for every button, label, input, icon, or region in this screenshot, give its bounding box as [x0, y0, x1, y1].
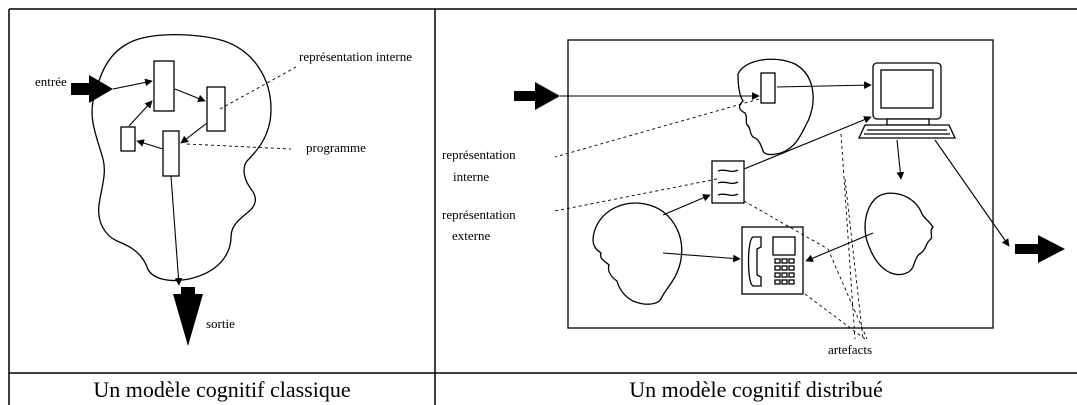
distributed-model-caption: Un modèle cognitif distribué	[629, 377, 883, 402]
label-input: entrée	[35, 74, 67, 89]
distributed-model-diagram: représentation interne représentation ex…	[442, 39, 1065, 357]
paper-artifact	[711, 160, 745, 204]
head-outline	[91, 34, 272, 282]
label-internal-representation-line1: représentation	[442, 147, 516, 162]
box-right	[206, 86, 226, 132]
classic-model-cell: entrée représentation interne programme …	[9, 9, 435, 373]
label-artifacts: artefacts	[828, 342, 872, 357]
classic-model-diagram: entrée représentation interne programme …	[35, 34, 412, 346]
distributed-model-cell: représentation interne représentation ex…	[435, 9, 1077, 373]
label-internal-representation: représentation interne	[299, 49, 412, 64]
head-bottom-right	[864, 192, 934, 276]
input-arrow	[71, 75, 113, 103]
system-boundary	[567, 39, 994, 329]
input-arrow	[514, 82, 560, 110]
classic-model-caption: Un modèle cognitif classique	[93, 377, 351, 402]
output-arrow	[173, 287, 203, 346]
label-program: programme	[306, 140, 366, 155]
box-top	[153, 60, 175, 112]
computer-artifact	[857, 62, 957, 139]
phone-artifact	[741, 226, 804, 295]
output-arrow	[1015, 235, 1065, 263]
head-bottom-left	[592, 202, 683, 305]
distributed-model-caption-cell: Un modèle cognitif distribué	[435, 373, 1077, 405]
label-external-representation-line1: représentation	[442, 207, 516, 222]
head-top	[737, 58, 814, 156]
classic-model-caption-cell: Un modèle cognitif classique	[9, 373, 435, 405]
internal-representation-box	[760, 72, 776, 104]
box-left	[120, 126, 136, 152]
label-internal-representation-line2: interne	[453, 169, 489, 184]
label-external-representation-line2: externe	[452, 228, 490, 243]
label-output: sortie	[206, 316, 235, 331]
box-bottom	[162, 130, 180, 177]
